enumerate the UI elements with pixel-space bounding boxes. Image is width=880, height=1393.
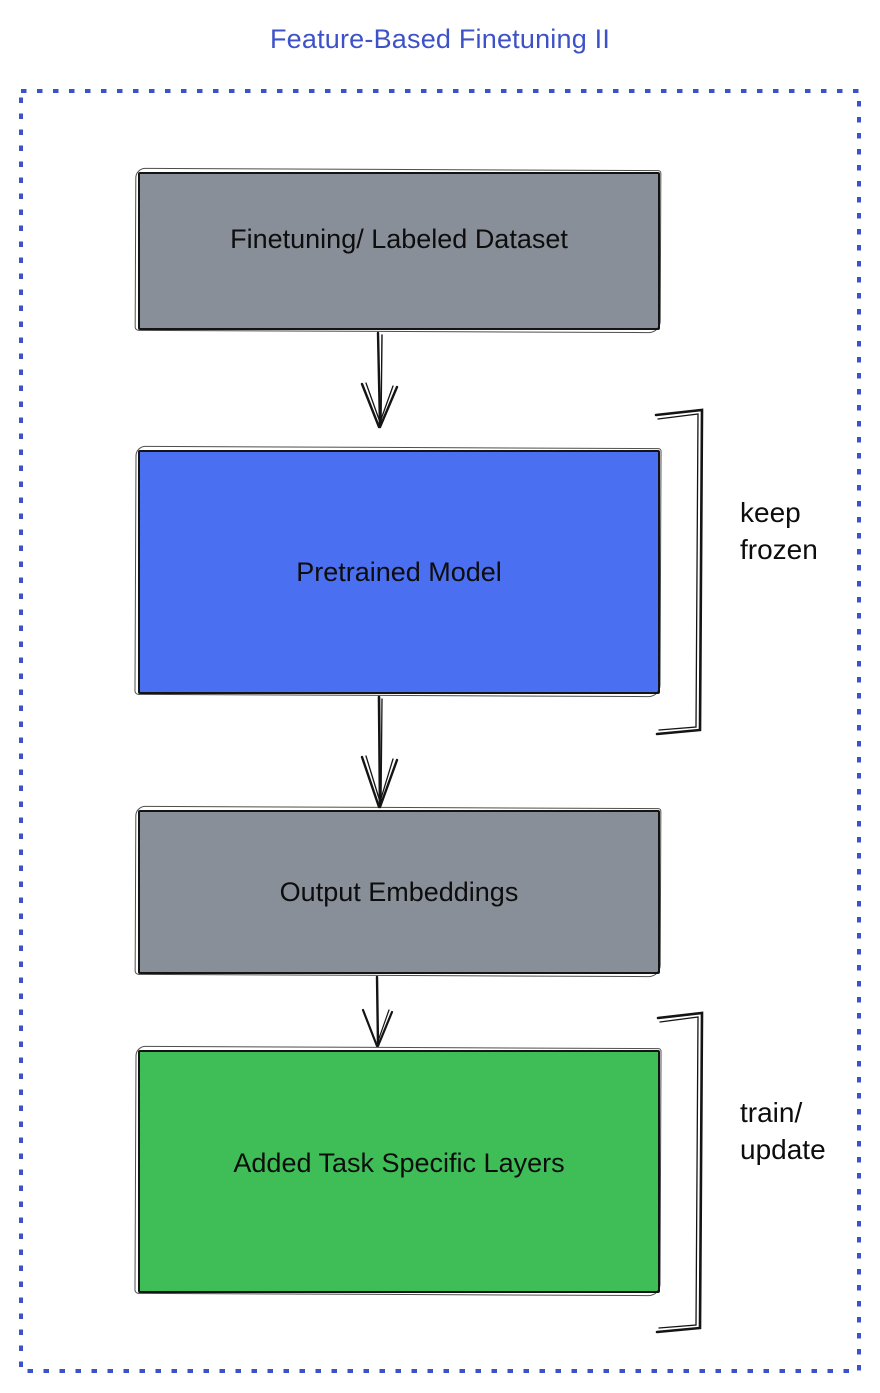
box-pretrained-model: Pretrained Model: [138, 450, 660, 694]
box-pretrained-model-label: Pretrained Model: [296, 556, 502, 587]
arrow-down-3: [361, 975, 394, 1048]
diagram-title: Feature-Based Finetuning II: [269, 24, 611, 54]
box-task-specific-layers-label: Added Task Specific Layers: [233, 1148, 565, 1178]
keep-frozen-label: keep frozen: [740, 497, 818, 565]
arrow-down-1: [360, 331, 399, 429]
arrow-down-2: [360, 695, 399, 809]
keep-frozen-bracket: [654, 408, 704, 736]
train-update-label: train/ update: [740, 1097, 826, 1165]
box-finetuning-dataset-label: Finetuning/ Labeled Dataset: [230, 223, 568, 254]
train-update-bracket: [655, 1011, 704, 1334]
box-output-embeddings-label: Output Embeddings: [279, 876, 519, 907]
box-output-embeddings: Output Embeddings: [138, 810, 660, 974]
box-task-specific-layers: Added Task Specific Layers: [138, 1050, 660, 1293]
box-finetuning-dataset: Finetuning/ Labeled Dataset: [138, 172, 660, 330]
